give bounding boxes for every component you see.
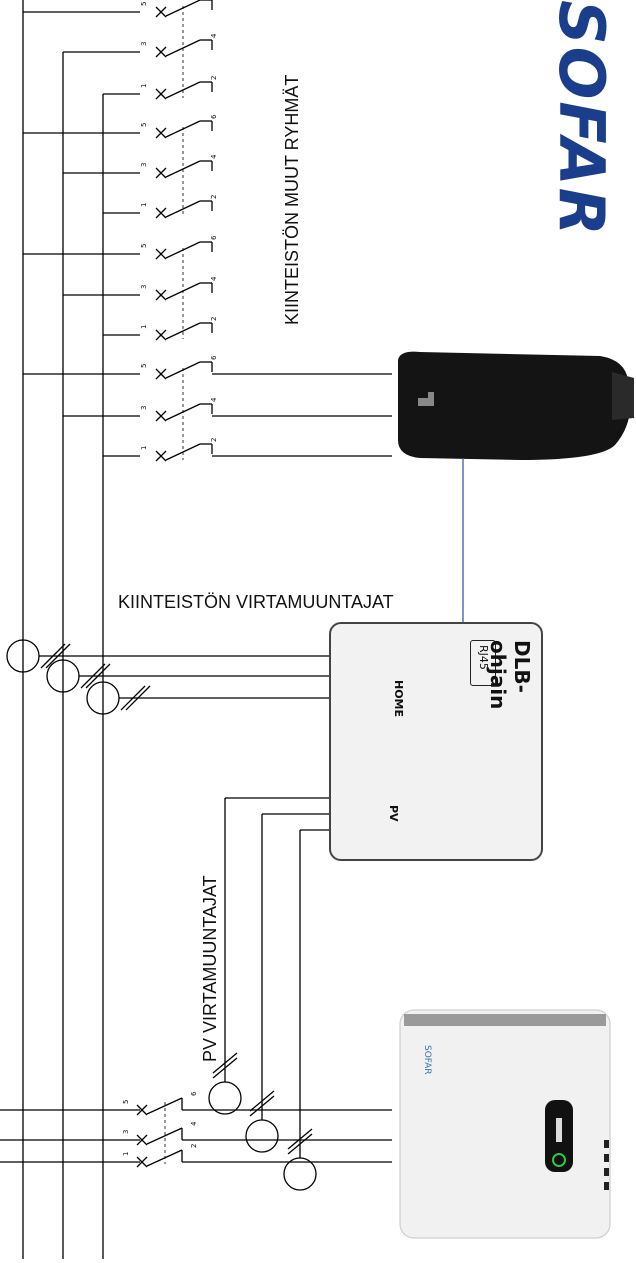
inverter-vent xyxy=(604,1140,609,1148)
switch-x xyxy=(155,289,167,301)
switch-number: 5 xyxy=(140,364,148,368)
label-other-groups: KIINTEISTÖN MUUT RYHMÄT xyxy=(282,74,302,325)
switch-number: 6 xyxy=(190,1091,198,1096)
switch-number: 6 xyxy=(210,114,218,119)
inverter-vent xyxy=(604,1154,609,1162)
switch-blade xyxy=(165,322,201,340)
switch-blade xyxy=(146,1097,183,1115)
switch-number: 5 xyxy=(140,123,148,127)
switch-number: 5 xyxy=(140,244,148,248)
dlb-title: DLB-ohjain xyxy=(486,640,534,710)
switch-x xyxy=(155,410,167,422)
ct-tick xyxy=(287,1133,313,1155)
switch-number: 2 xyxy=(190,1144,198,1148)
switch-blade xyxy=(146,1149,183,1167)
switch-number: 2 xyxy=(210,76,218,80)
switch-number: 4 xyxy=(210,276,218,281)
switch-x xyxy=(136,1156,148,1168)
switch-number: 2 xyxy=(210,195,218,199)
ct-tick xyxy=(212,1057,238,1079)
switch-x xyxy=(155,88,167,100)
inverter-vent xyxy=(604,1168,609,1176)
pv-label: PV xyxy=(387,805,400,822)
switch-number: 4 xyxy=(210,397,218,402)
inverter-top-strip xyxy=(404,1014,606,1026)
switch-number: 2 xyxy=(210,317,218,321)
ev-charger-body xyxy=(398,351,631,460)
switch-x xyxy=(155,329,167,341)
ct-tick xyxy=(249,1095,275,1117)
switch-number: 3 xyxy=(122,1130,130,1134)
inverter-body xyxy=(399,1009,611,1239)
switch-blade xyxy=(165,200,201,218)
switch-number: 3 xyxy=(140,42,148,46)
display-bar xyxy=(556,1118,562,1142)
pv-current-transformer xyxy=(208,1081,242,1115)
home-label: HOME xyxy=(392,680,405,718)
switch-number: 3 xyxy=(140,406,148,410)
switch-number: 6 xyxy=(210,235,218,240)
ev-charger-connector xyxy=(612,372,634,420)
switch-x xyxy=(155,46,167,58)
switch-number: 4 xyxy=(190,1121,198,1126)
switch-x xyxy=(155,207,167,219)
label-property-ct: KIINTEISTÖN VIRTAMUUNTAJAT xyxy=(118,592,394,612)
dlb-controller xyxy=(329,622,543,861)
power-led xyxy=(552,1153,566,1167)
sofar-logo: SOFAR xyxy=(545,0,618,238)
switch-number: 1 xyxy=(140,203,148,207)
inverter-vent xyxy=(604,1182,609,1190)
switch-number: 4 xyxy=(210,154,218,159)
switch-number: 1 xyxy=(140,325,148,329)
switch-blade xyxy=(146,1127,183,1145)
ct-tick xyxy=(249,1090,275,1112)
switch-x xyxy=(155,368,167,380)
switch-x xyxy=(155,127,167,139)
switch-number: 3 xyxy=(140,285,148,289)
switch-number: 5 xyxy=(122,1100,130,1104)
switch-x xyxy=(155,6,167,18)
switch-x xyxy=(136,1134,148,1146)
ct-tick xyxy=(212,1052,238,1074)
switch-number: 1 xyxy=(140,84,148,88)
ct-tick xyxy=(287,1128,313,1150)
label-pv-ct: PV VIRTAMUUNTAJAT xyxy=(200,875,220,1062)
switch-x xyxy=(136,1104,148,1116)
switch-number: 1 xyxy=(140,446,148,450)
switch-x xyxy=(155,450,167,462)
charger-logo-icon xyxy=(418,392,434,406)
switch-number: 5 xyxy=(140,2,148,6)
switch-number: 6 xyxy=(210,355,218,360)
switch-number: 2 xyxy=(210,438,218,442)
inverter-brand-label: SOFAR xyxy=(422,1045,432,1075)
pv-current-transformer xyxy=(245,1119,279,1153)
rj45-port xyxy=(470,640,496,686)
switch-number: 1 xyxy=(122,1152,130,1156)
switch-x xyxy=(155,167,167,179)
switch-x xyxy=(155,248,167,260)
switch-number: 4 xyxy=(210,33,218,38)
switch-number: 3 xyxy=(140,163,148,167)
pv-current-transformer xyxy=(283,1157,317,1191)
